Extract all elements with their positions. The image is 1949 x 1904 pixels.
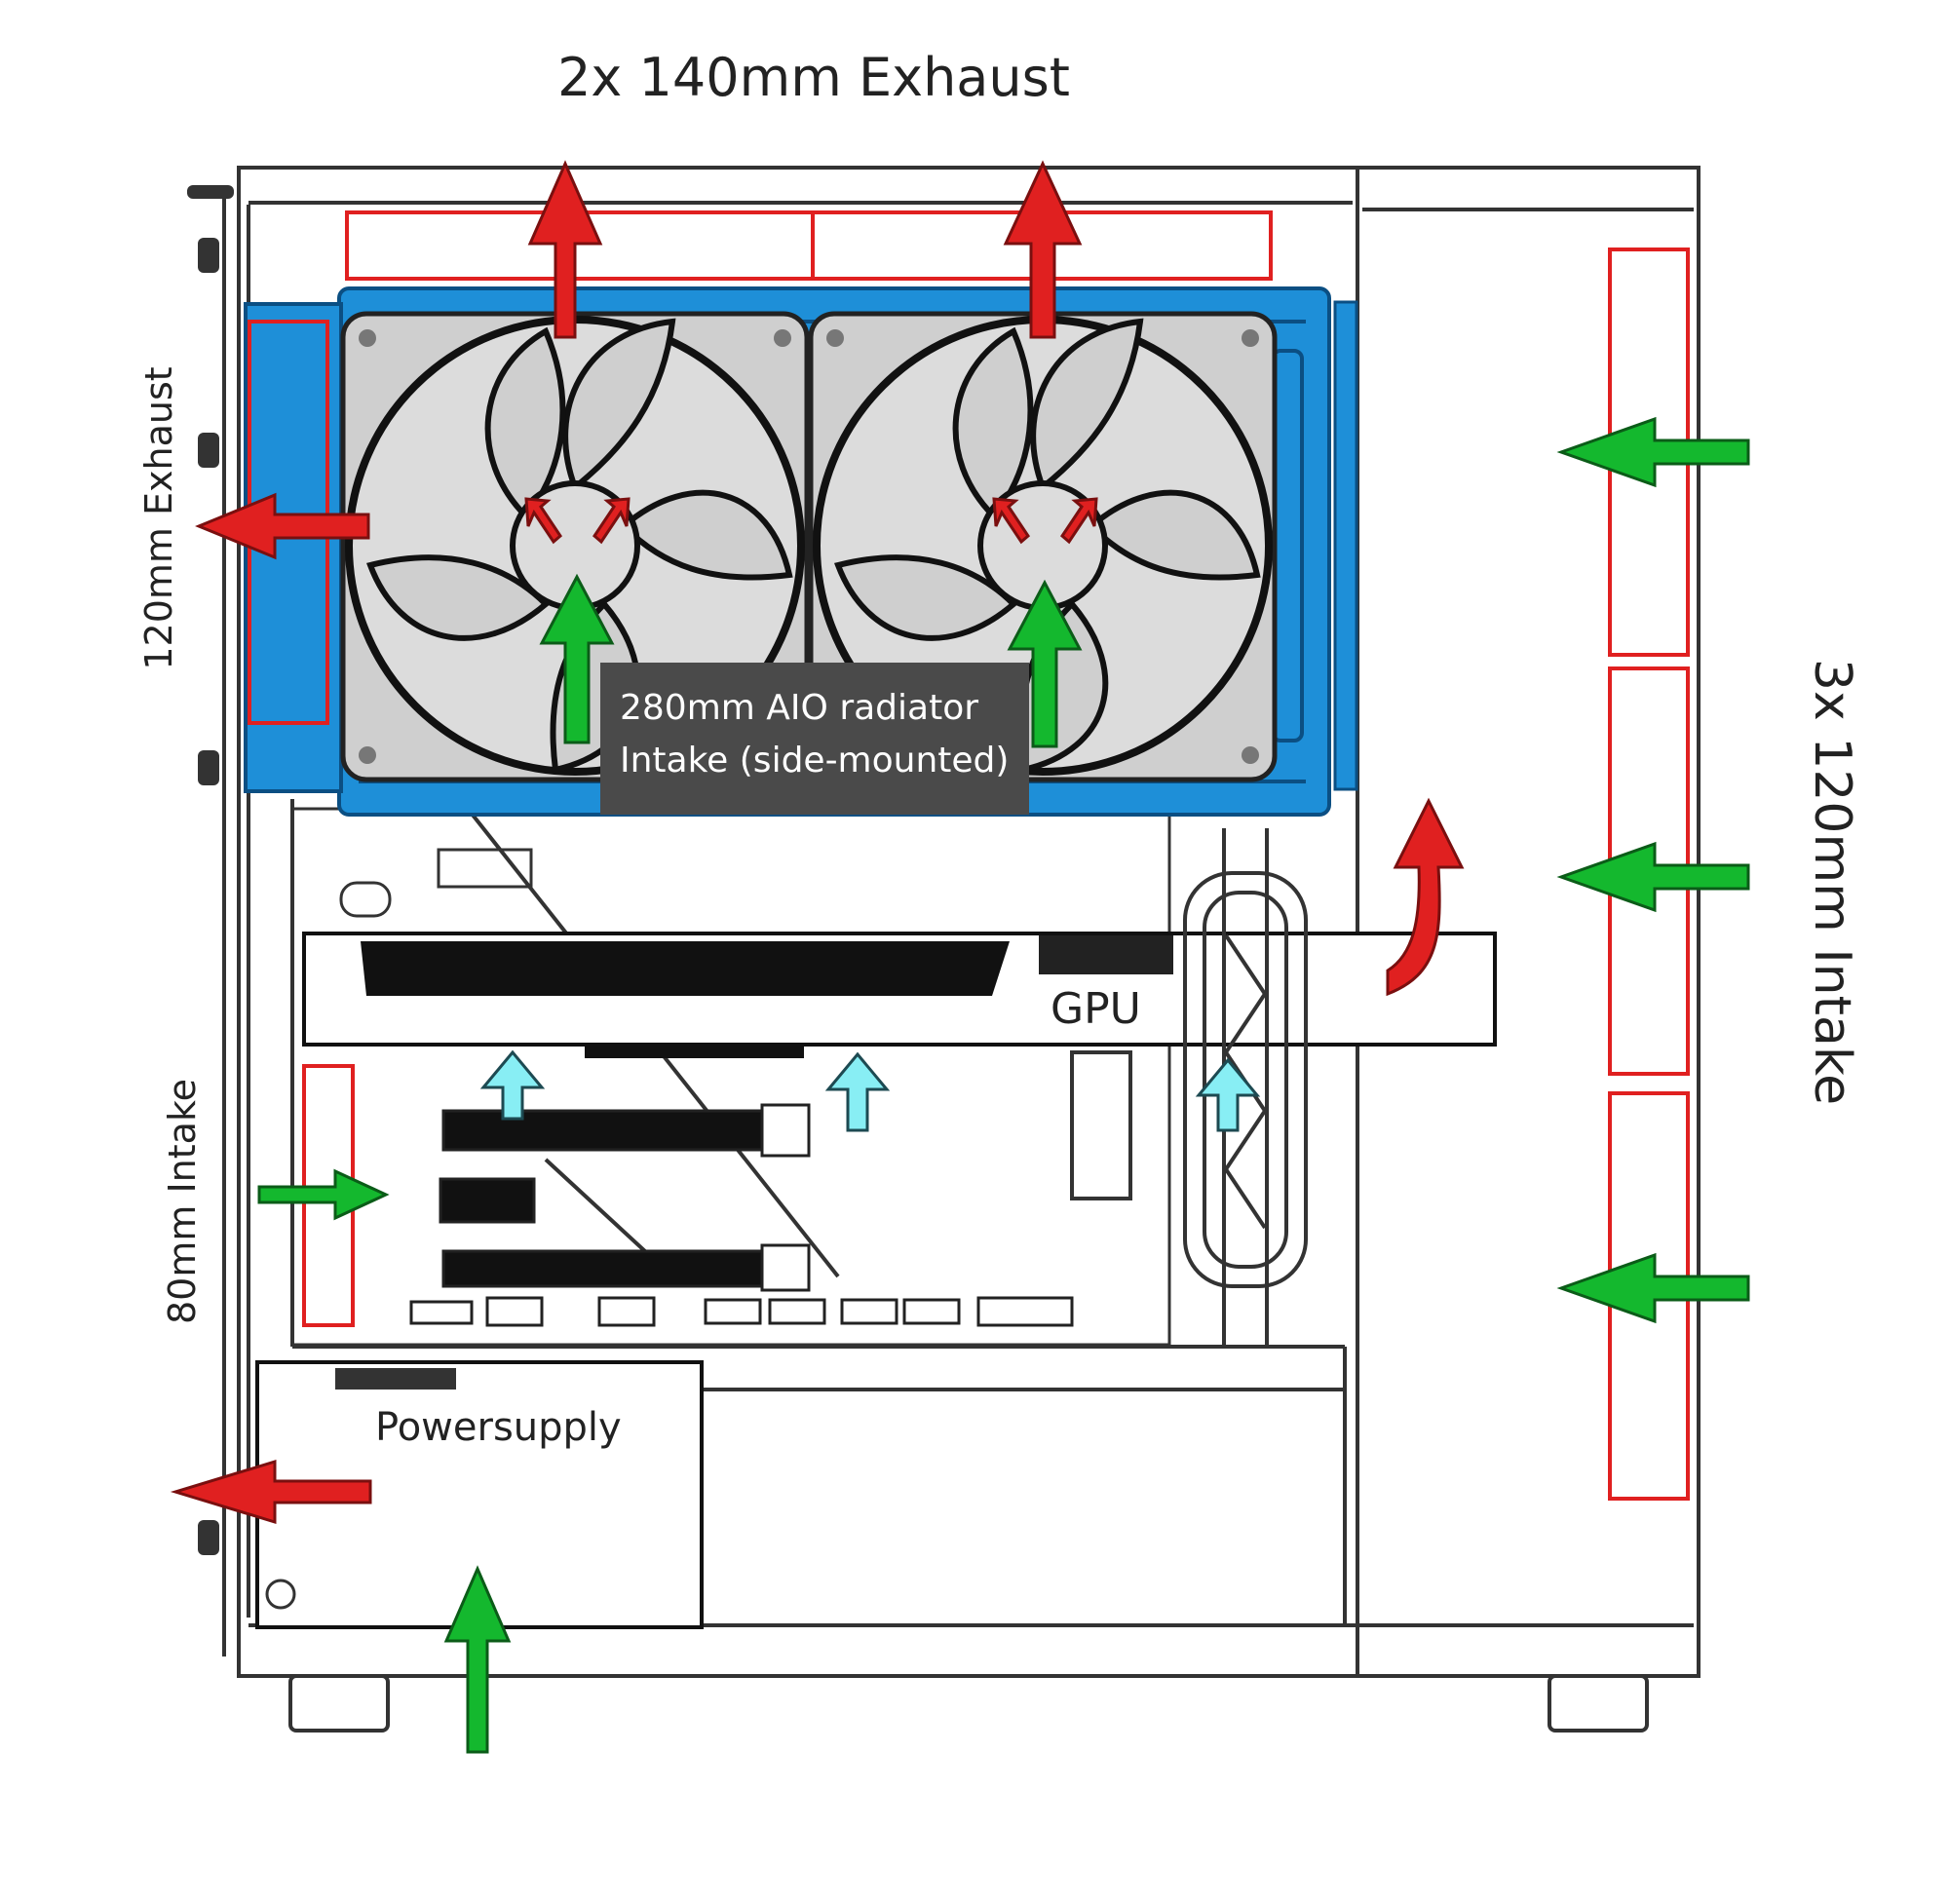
psu-label: Powersupply bbox=[375, 1405, 622, 1450]
gpu-card bbox=[302, 932, 1497, 1058]
aio-label-line-1: 280mm AIO radiator bbox=[620, 688, 979, 728]
case-feet bbox=[288, 1674, 1649, 1733]
gpu-label: GPU bbox=[1051, 984, 1141, 1034]
arrow-icon bbox=[479, 1049, 1261, 1132]
rear-io-ports bbox=[409, 1296, 1074, 1327]
rear-intake-label: 80mm Intake bbox=[161, 1079, 204, 1324]
pcie-slots bbox=[439, 1103, 811, 1292]
aio-label-line-2: Intake (side-mounted) bbox=[620, 741, 1010, 781]
top-exhaust-label: 2x 140mm Exhaust bbox=[557, 47, 1070, 108]
top-fan-outlines bbox=[345, 210, 1273, 281]
arrow-icon bbox=[170, 160, 1465, 1525]
rear-exhaust-label: 120mm Exhaust bbox=[137, 366, 180, 670]
rear-thumbscrews bbox=[187, 185, 234, 1555]
front-cable-duct bbox=[1070, 828, 1308, 1345]
arrow-icon bbox=[257, 416, 1750, 1754]
front-intake-label: 3x 120mm Intake bbox=[1803, 658, 1861, 1106]
aio-label-box bbox=[600, 663, 1029, 815]
